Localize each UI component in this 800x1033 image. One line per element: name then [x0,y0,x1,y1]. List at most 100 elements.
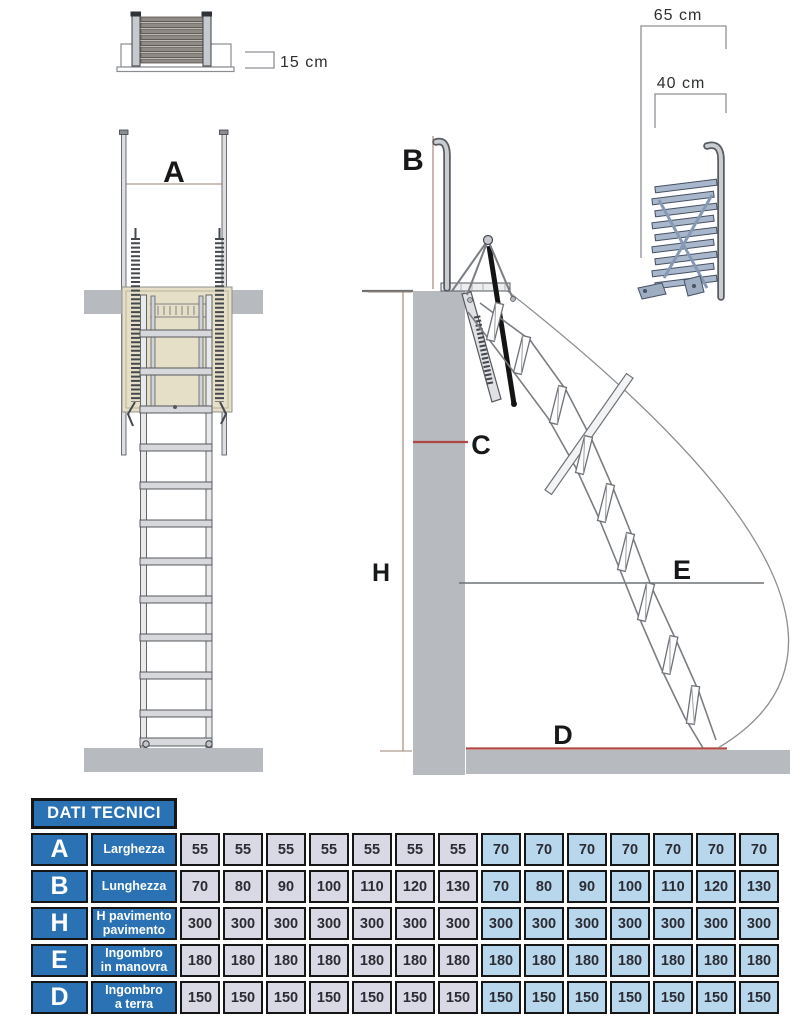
value-cell: 180 [266,944,306,977]
value-cell: 70 [696,833,736,866]
value-cell: 90 [567,870,607,903]
wall [413,291,465,775]
value-cell: 150 [610,981,650,1014]
value-cell: 120 [395,870,435,903]
value-cell: 300 [696,907,736,940]
ladder-technical-drawing: 15 cm A [84,7,790,775]
value-cell: 150 [524,981,564,1014]
value-cell: 150 [481,981,521,1014]
value-cell: 150 [395,981,435,1014]
value-cell: 90 [266,870,306,903]
label-e: E [673,555,691,585]
value-cell: 70 [524,833,564,866]
side-view: B H C E D [362,136,790,775]
value-cell: 300 [395,907,435,940]
row-label-a: Larghezza [91,833,177,866]
scissor-ladder [467,296,717,749]
value-cell: 150 [567,981,607,1014]
gas-strut [486,245,517,405]
value-cell: 300 [266,907,306,940]
value-cell: 150 [438,981,478,1014]
value-cell: 150 [352,981,392,1014]
value-cell: 300 [653,907,693,940]
value-cell: 70 [653,833,693,866]
value-cell: 180 [309,944,349,977]
value-cell: 150 [223,981,263,1014]
row-label-e: Ingombro in manovra [91,944,177,977]
value-cell: 70 [739,833,779,866]
ladder-rungs [139,329,213,747]
floor-left [84,748,263,772]
value-cell: 300 [180,907,220,940]
pivot-joint [482,234,494,246]
value-cell: 150 [309,981,349,1014]
value-cell: 55 [395,833,435,866]
thickness-dim-bracket [245,51,275,69]
value-cell: 180 [653,944,693,977]
value-cell: 300 [309,907,349,940]
row-letter-a: A [31,833,88,866]
width-label-a: A [163,156,185,189]
row-letter-h: H [31,907,88,940]
row-label-h: H pavimento pavimento [91,907,177,940]
value-cell: 180 [395,944,435,977]
depth-40-bracket [654,93,727,128]
depth-65-label: 65 cm [654,7,703,24]
value-cell: 70 [481,833,521,866]
value-cell: 180 [180,944,220,977]
value-cell: 300 [481,907,521,940]
value-cell: 150 [739,981,779,1014]
value-cell: 70 [567,833,607,866]
value-cell: 55 [223,833,263,866]
value-cell: 150 [180,981,220,1014]
value-cell: 100 [309,870,349,903]
value-cell: 180 [610,944,650,977]
value-cell: 180 [567,944,607,977]
value-cell: 180 [352,944,392,977]
value-cell: 110 [653,870,693,903]
value-cell: 180 [481,944,521,977]
value-cell: 55 [352,833,392,866]
row-letter-e: E [31,944,88,977]
value-cell: 150 [653,981,693,1014]
value-cell: 150 [696,981,736,1014]
label-c: C [471,430,491,460]
value-cell: 55 [438,833,478,866]
value-cell: 300 [567,907,607,940]
row-letter-b: B [31,870,88,903]
value-cell: 110 [352,870,392,903]
value-cell: 180 [696,944,736,977]
value-cell: 300 [739,907,779,940]
folded-ladder-side-view: 65 cm 40 cm [637,7,727,301]
value-cell: 150 [266,981,306,1014]
value-cell: 55 [266,833,306,866]
front-view: A [84,129,263,772]
value-cell: 70 [610,833,650,866]
depth-40-label: 40 cm [657,75,706,92]
thickness-dim-label: 15 cm [280,54,329,71]
value-cell: 55 [309,833,349,866]
value-cell: 55 [180,833,220,866]
label-b: B [402,144,424,177]
value-cell: 300 [524,907,564,940]
value-cell: 180 [739,944,779,977]
label-d: D [553,720,573,750]
folded-ladder-section-view: 15 cm [116,11,329,73]
value-cell: 70 [481,870,521,903]
row-letter-d: D [31,981,88,1014]
value-cell: 130 [438,870,478,903]
value-cell: 130 [739,870,779,903]
row-label-b: Lunghezza [91,870,177,903]
label-h: H [372,559,390,587]
value-cell: 300 [610,907,650,940]
value-cell: 70 [180,870,220,903]
swing-arc [504,288,790,749]
value-cell: 80 [524,870,564,903]
row-label-d: Ingombro a terra [91,981,177,1014]
value-cell: 300 [438,907,478,940]
depth-65-bracket [640,25,727,258]
value-cell: 180 [438,944,478,977]
